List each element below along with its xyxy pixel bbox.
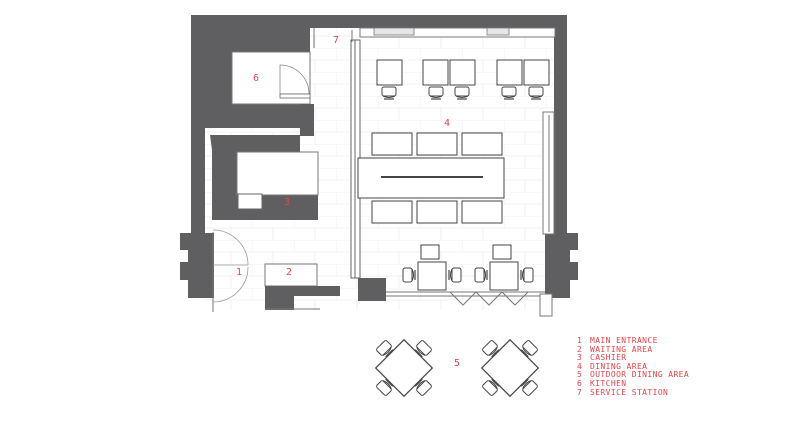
legend-item: 3 CASHIER bbox=[577, 354, 689, 363]
legend-number: 1 bbox=[577, 336, 583, 345]
exterior-walls bbox=[180, 15, 578, 298]
legend-label: WAITING AREA bbox=[590, 344, 653, 354]
legend-label: SERVICE STATION bbox=[590, 387, 669, 397]
legend-number: 3 bbox=[577, 353, 583, 363]
banquette bbox=[542, 111, 555, 235]
outdoor-tables bbox=[374, 338, 540, 398]
legend-item: 2 WAITING AREA bbox=[577, 344, 689, 355]
legend-number: 4 bbox=[577, 361, 583, 371]
front-facade bbox=[358, 278, 553, 317]
room-number-main-entrance: 1 bbox=[236, 267, 242, 278]
legend-label: CASHIER bbox=[590, 353, 627, 363]
legend-item: 4 DINING AREA bbox=[577, 361, 689, 372]
legend-number: 2 bbox=[577, 344, 583, 354]
legend-item: 7 SERVICE STATION bbox=[577, 387, 689, 398]
legend-label: KITCHEN bbox=[590, 378, 627, 388]
legend-item: 6 KITCHEN bbox=[577, 378, 689, 389]
legend-label: MAIN ENTRANCE bbox=[590, 336, 658, 345]
room-number-service-station: 7 bbox=[333, 35, 339, 46]
room-number-kitchen: 6 bbox=[253, 73, 259, 84]
room-number-dining-area: 4 bbox=[444, 118, 450, 129]
cashier-counter bbox=[210, 135, 319, 220]
service-station bbox=[351, 27, 556, 42]
main-entrance-door bbox=[212, 229, 249, 312]
legend-number: 5 bbox=[577, 370, 583, 380]
room-number-outdoor-dining-area: 5 bbox=[454, 358, 460, 369]
legend-label: DINING AREA bbox=[590, 361, 648, 371]
room-number-waiting-area: 2 bbox=[286, 267, 292, 278]
waiting-area-bench bbox=[264, 263, 340, 310]
legend-label: OUTDOOR DINING AREA bbox=[590, 370, 690, 380]
room-number-cashier: 3 bbox=[284, 197, 290, 208]
legend-number: 7 bbox=[577, 387, 583, 397]
kitchen-block bbox=[205, 28, 315, 136]
legend-item: 5 OUTDOOR DINING AREA bbox=[577, 371, 689, 380]
legend-number: 6 bbox=[577, 378, 583, 388]
legend-item: 1 MAIN ENTRANCE bbox=[577, 336, 689, 346]
